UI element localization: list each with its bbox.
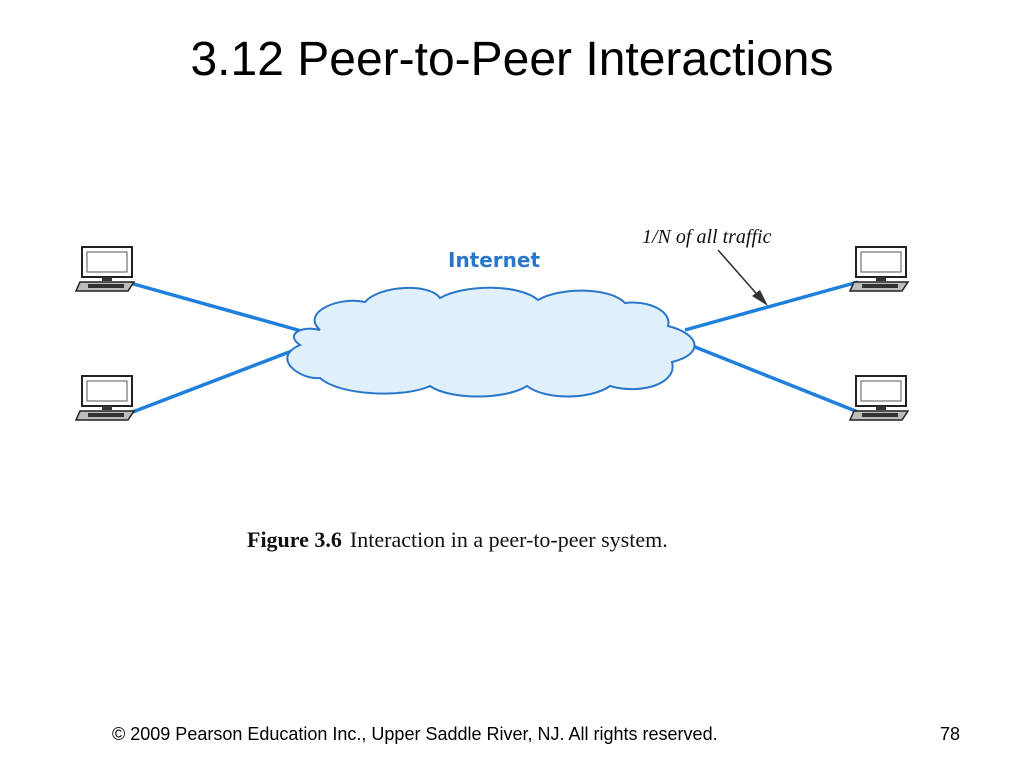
link-left-top xyxy=(129,281,306,334)
figure-caption-text: Interaction in a peer-to-peer system. xyxy=(349,527,668,552)
computer-icon xyxy=(849,246,909,292)
link-left-bottom xyxy=(129,344,306,415)
traffic-annotation: 1/N of all traffic xyxy=(642,226,772,248)
footer-copyright: © 2009 Pearson Education Inc., Upper Sad… xyxy=(112,724,718,744)
link-right-bottom xyxy=(684,341,859,414)
computer-icon xyxy=(849,375,909,421)
cloud-icon xyxy=(286,286,696,398)
figure-number: Figure 3.6 xyxy=(247,527,342,552)
computer-icon xyxy=(75,246,135,292)
annotation-arrow xyxy=(717,249,768,306)
computer-icon xyxy=(75,375,135,421)
figure-caption: Figure 3.6 Interaction in a peer-to-peer … xyxy=(247,527,668,553)
page-number: 78 xyxy=(940,724,961,744)
internet-label: Internet xyxy=(448,248,541,272)
slide-title: 3.12 Peer-to-Peer Interactions xyxy=(190,33,834,86)
link-right-top xyxy=(684,280,859,332)
